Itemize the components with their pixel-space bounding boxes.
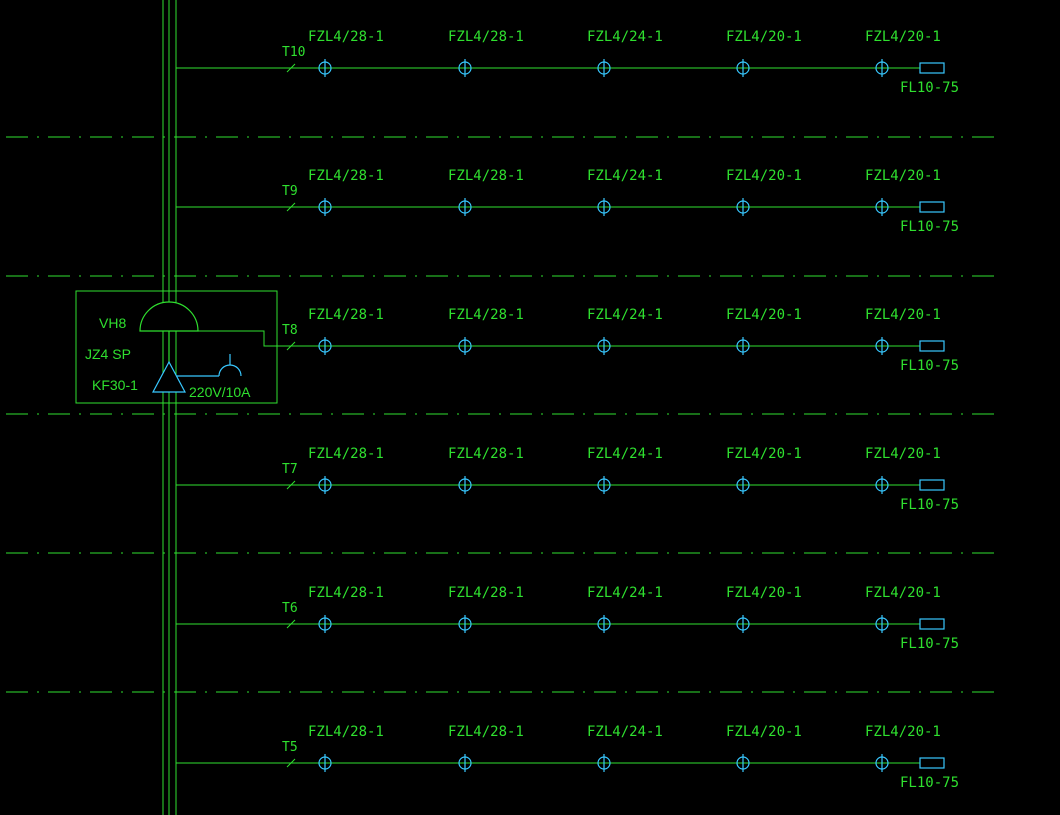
splitter-label: FZL4/20-1: [865, 307, 941, 323]
terminator-icon: [919, 201, 945, 213]
tap-label: T7: [282, 462, 298, 477]
amplifier-box: VH8 JZ4 SP KF30-1 220V/10A: [75, 290, 289, 404]
splitter-label: FZL4/24-1: [587, 585, 663, 601]
tap-tick: [286, 619, 296, 629]
tap-label: T5: [282, 740, 298, 755]
splitter-label: FZL4/28-1: [448, 724, 524, 740]
splitter-label: FZL4/28-1: [448, 446, 524, 462]
terminator-label: FL10-75: [900, 219, 959, 235]
tap-tick: [286, 202, 296, 212]
splitter-label: FZL4/28-1: [308, 724, 384, 740]
splitter-label: FZL4/20-1: [726, 585, 802, 601]
splitter-label: FZL4/24-1: [587, 446, 663, 462]
splitter-label: FZL4/24-1: [587, 307, 663, 323]
splitter-label: FZL4/20-1: [726, 446, 802, 462]
splitter-label: FZL4/28-1: [448, 585, 524, 601]
terminator-label: FL10-75: [900, 775, 959, 791]
tap-tick: [286, 480, 296, 490]
tap-label: T9: [282, 184, 298, 199]
terminator-icon: [919, 757, 945, 769]
amp-label-jz4sp: JZ4 SP: [85, 346, 131, 362]
branch-row: T6 FZL4/28-1 FZL4/28-1 FZL4/24-1 FZL4/20-1 FZ…: [176, 585, 959, 652]
branch-row: T9 FZL4/28-1 FZL4/28-1 FZL4/24-1 FZL4/20-1 FZ…: [176, 168, 959, 235]
splitter-label: FZL4/20-1: [865, 446, 941, 462]
power-supply-triangle-icon: [152, 360, 186, 393]
tap-label: T10: [282, 45, 305, 60]
splitter-label: FZL4/28-1: [448, 29, 524, 45]
splitter-label: FZL4/28-1: [308, 29, 384, 45]
tap-tick: [286, 63, 296, 73]
terminator-icon: [919, 62, 945, 74]
splitter-label: FZL4/20-1: [865, 724, 941, 740]
splitter-label: FZL4/20-1: [865, 585, 941, 601]
power-plug-icon: [218, 364, 242, 377]
floor-dividers: [6, 136, 1002, 693]
terminator-icon: [919, 340, 945, 352]
splitter-label: FZL4/28-1: [448, 168, 524, 184]
tap-label: T8: [282, 323, 298, 338]
terminator-icon: [919, 618, 945, 630]
terminator-label: FL10-75: [900, 80, 959, 96]
splitter-label: FZL4/28-1: [308, 446, 384, 462]
splitter-label: FZL4/28-1: [308, 307, 384, 323]
amp-label-vh8: VH8: [99, 315, 126, 331]
splitter-label: FZL4/20-1: [865, 168, 941, 184]
tap-label: T6: [282, 601, 298, 616]
amplifier-dome-icon: [139, 301, 199, 332]
splitter-label: FZL4/20-1: [726, 29, 802, 45]
splitter-label: FZL4/24-1: [587, 168, 663, 184]
terminator-label: FL10-75: [900, 636, 959, 652]
terminator-icon: [919, 479, 945, 491]
amp-label-kf30: KF30-1: [92, 377, 138, 393]
branch-row: T8 FZL4/28-1 FZL4/28-1 FZL4/24-1 FZL4/20-1 FZ…: [282, 307, 959, 374]
splitter-label: FZL4/20-1: [726, 724, 802, 740]
tap-tick: [286, 341, 296, 351]
splitter-label: FZL4/20-1: [726, 168, 802, 184]
splitter-label: FZL4/20-1: [865, 29, 941, 45]
splitter-label: FZL4/20-1: [726, 307, 802, 323]
splitter-label: FZL4/24-1: [587, 29, 663, 45]
amp-power-label: 220V/10A: [189, 384, 251, 400]
splitter-label: FZL4/28-1: [308, 585, 384, 601]
splitter-label: FZL4/28-1: [308, 168, 384, 184]
terminator-label: FL10-75: [900, 358, 959, 374]
vertical-trunk: [162, 0, 177, 815]
splitter-label: FZL4/24-1: [587, 724, 663, 740]
splitter-label: FZL4/28-1: [448, 307, 524, 323]
branch-row: T7 FZL4/28-1 FZL4/28-1 FZL4/24-1 FZL4/20-1 FZ…: [176, 446, 959, 513]
terminator-label: FL10-75: [900, 497, 959, 513]
branch-row: T5 FZL4/28-1 FZL4/28-1 FZL4/24-1 FZL4/20-1 FZ…: [176, 724, 959, 791]
tap-tick: [286, 758, 296, 768]
